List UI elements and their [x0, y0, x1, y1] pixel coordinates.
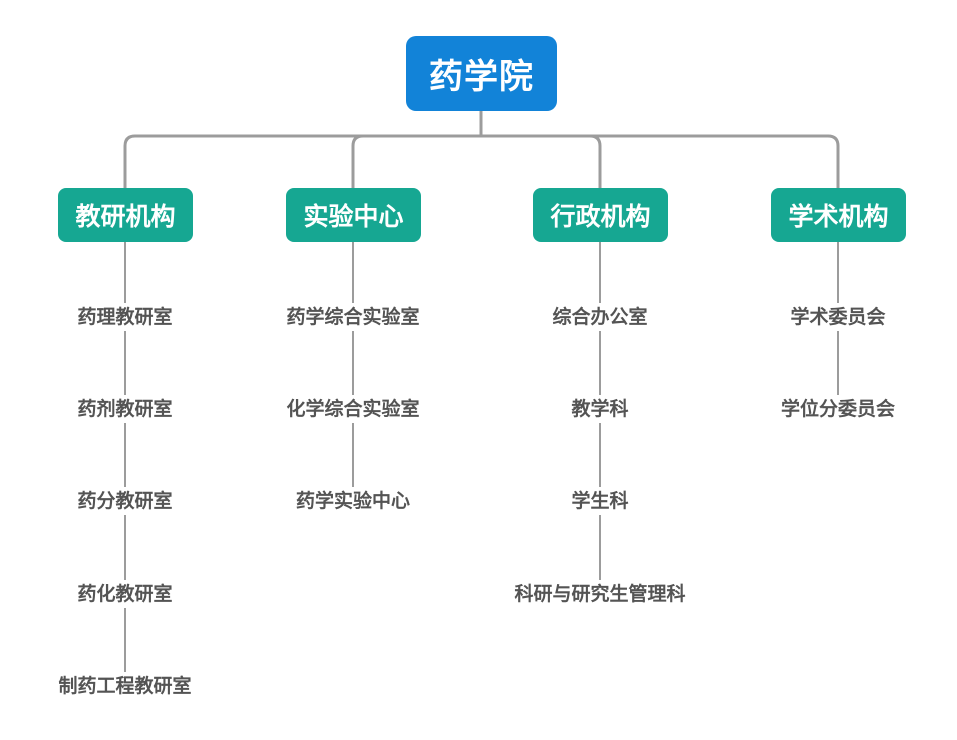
branch-node-administration: 行政机构: [533, 188, 668, 242]
leaf-item: 制药工程教研室: [5, 672, 245, 700]
leaf-item: 药学综合实验室: [233, 303, 473, 331]
leaf-item: 学生科: [480, 487, 720, 515]
root-node: 药学院: [406, 36, 557, 111]
leaf-item: 药分教研室: [5, 487, 245, 515]
leaf-item: 药理教研室: [5, 303, 245, 331]
branch-label: 行政机构: [550, 202, 651, 231]
leaf-item: 综合办公室: [480, 303, 720, 331]
leaf-item: 科研与研究生管理科: [480, 580, 720, 608]
branch-label: 实验中心: [303, 202, 404, 231]
leaf-item: 学术委员会: [718, 303, 957, 331]
leaf-item: 药学实验中心: [233, 487, 473, 515]
branch-label: 教研机构: [75, 202, 176, 231]
root-label: 药学院: [429, 57, 534, 97]
branch-node-teaching-research: 教研机构: [58, 188, 193, 242]
leaf-item: 学位分委员会: [718, 395, 957, 423]
branch-node-academic: 学术机构: [771, 188, 906, 242]
branch-label: 学术机构: [788, 202, 889, 231]
leaf-item: 教学科: [480, 395, 720, 423]
root-to-branches-connector: [123, 109, 840, 190]
leaf-item: 药剂教研室: [5, 395, 245, 423]
leaf-item: 药化教研室: [5, 580, 245, 608]
branch-node-lab-center: 实验中心: [286, 188, 421, 242]
leaf-item: 化学综合实验室: [233, 395, 473, 423]
